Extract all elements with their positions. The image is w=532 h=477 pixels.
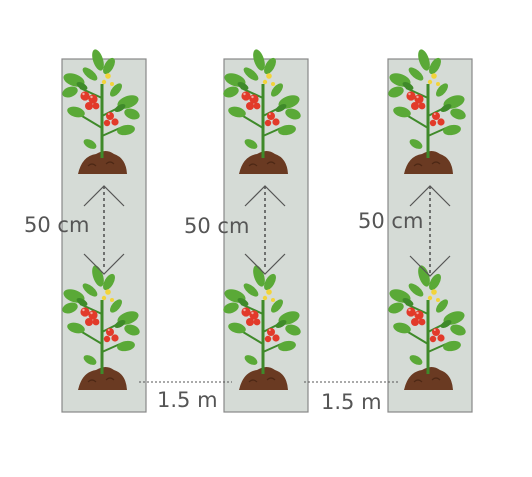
- double-arrow-icon: [244, 185, 286, 275]
- planting-row-1: 50 cm: [24, 46, 147, 413]
- row-gap-label: 1.5 m: [321, 390, 382, 414]
- row-gap-label: 1.5 m: [157, 388, 218, 412]
- planting-row-3: 50 cm: [358, 46, 473, 413]
- row-gap-2: 1.5 m: [304, 381, 398, 414]
- plant-spacing-label: 50 cm: [24, 213, 89, 237]
- row-gap-1: 1.5 m: [139, 381, 232, 412]
- double-arrow-icon: [409, 185, 451, 277]
- plant-spacing-label: 50 cm: [358, 209, 423, 233]
- plant-spacing-label: 50 cm: [184, 214, 249, 238]
- double-arrow-icon: [83, 185, 125, 275]
- planting-row-2: 50 cm: [184, 46, 309, 413]
